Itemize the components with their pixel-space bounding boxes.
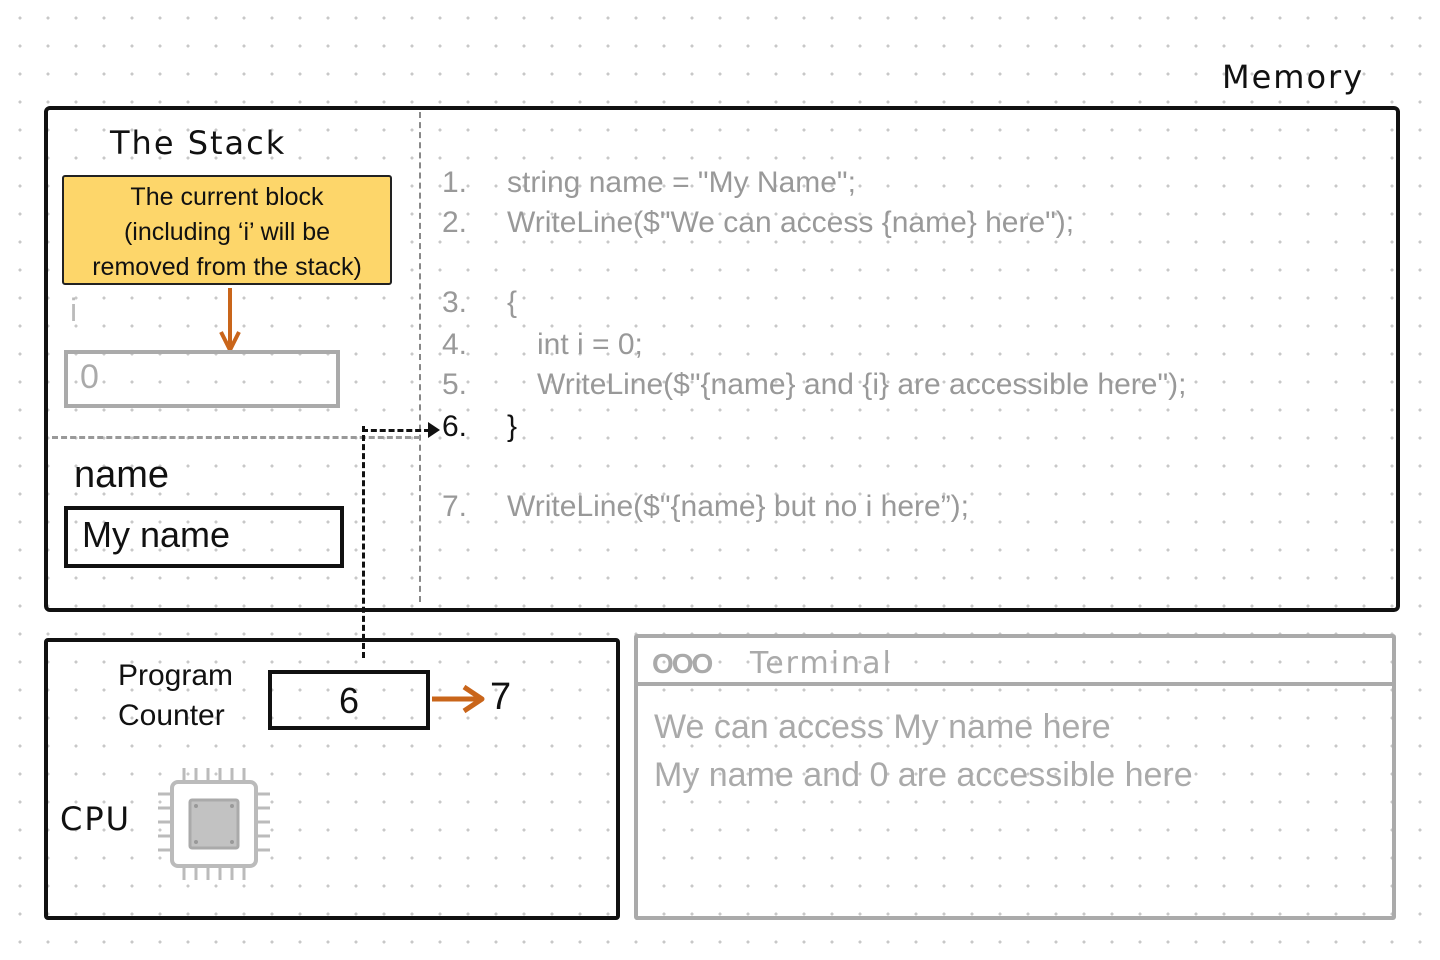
code-line: 1. string name = "My Name"; [442,166,856,200]
code-line-number: 3. [442,286,468,319]
stack-code-divider [419,112,421,602]
callout-line: removed from the stack) [92,253,362,281]
program-counter-pointer [362,426,365,658]
code-line-number: 7. [442,490,468,523]
code-line-text: { [507,286,518,319]
code-line-current: 6.} [442,410,517,444]
terminal-title-bar [638,638,1392,686]
stack-title: The Stack [110,124,287,162]
increment-arrow-icon [432,684,485,714]
code-line-text: WriteLine($"{name} and {i} are accessibl… [537,368,1187,401]
code-line-number: 1. [442,166,468,199]
stack-var-name-value: My name [64,506,344,568]
code-line-text: WriteLine($"We can access {name} here"); [507,206,1075,239]
code-line: 7. WriteLine($"{name} but no i here”); [442,490,969,524]
terminal-window [634,634,1396,920]
code-line: 5. WriteLine($"{name} and {i} are accessi… [442,368,1186,402]
memory-title: Memory [1222,58,1365,96]
program-counter-next-value: 7 [490,676,512,718]
stack-var-name-label: name [74,454,170,496]
code-line: 4. int i = 0; [442,328,643,362]
callout-line: The current block [130,183,324,211]
code-line: 3. { [442,286,517,320]
program-counter-label-line: Counter [118,699,225,732]
stack-var-i-label: i [70,292,78,328]
code-line-number: 2. [442,206,468,239]
cpu-label: CPU [60,800,132,838]
program-counter-value: 6 [268,670,430,730]
terminal-output-line: My name and 0 are accessible here [654,756,1193,794]
program-counter-pointer [362,429,430,432]
code-line: 2. WriteLine($"We can access {name} here"… [442,206,1074,240]
code-line-number: 6. [442,410,468,443]
code-line-number: 5. [442,368,468,401]
code-line-text: int i = 0; [537,328,643,361]
program-counter-label-line: Program [118,659,234,692]
memory-panel [44,106,1400,612]
code-line-number: 4. [442,328,468,361]
current-block-callout: The current block (including ‘i’ will be… [62,175,392,285]
code-line-text: } [507,410,518,443]
pointer-arrowhead-icon [428,422,440,438]
terminal-title: Terminal [750,646,893,681]
removal-arrow-icon [219,288,241,352]
window-controls-icon: OOO [652,648,713,679]
cpu-chip-icon [158,768,270,880]
terminal-output-line: We can access My name here [654,708,1111,746]
code-line-text: string name = "My Name"; [507,166,856,199]
block-separator [52,436,420,439]
stack-var-i-value: 0 [64,350,340,408]
code-line-text: WriteLine($"{name} but no i here”); [507,490,970,523]
program-counter-label: Program Counter [118,656,233,736]
cpu-panel [44,638,620,920]
callout-line: (including ‘i’ will be [123,218,331,246]
